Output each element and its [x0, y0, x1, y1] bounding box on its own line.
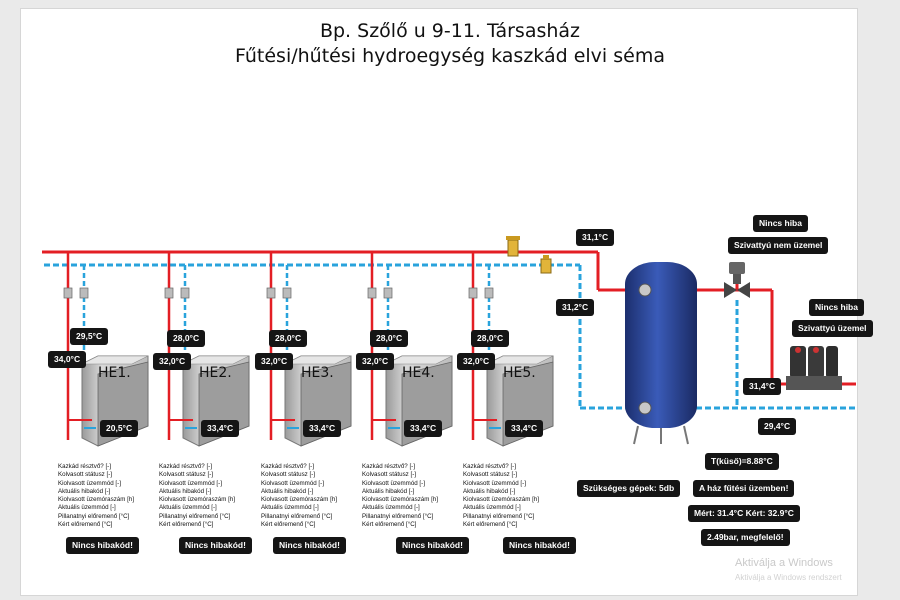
unit-return-temp: 32,0°C: [457, 353, 496, 370]
unit-info-field: Kért előremenő [°C]: [261, 521, 316, 529]
unit-info-field: Aktuális hibakód [-]: [261, 487, 314, 495]
unit-status-badge: Nincs hibakód!: [66, 537, 139, 554]
unit-info-field: Kolvasott státusz [-]: [58, 471, 112, 479]
circuit-flow-temp: 31,4°C: [743, 378, 782, 395]
unit-info-field: Kolvasott státusz [-]: [463, 471, 517, 479]
unit-info-field: Kiolvasott üzemmód [-]: [58, 479, 121, 487]
unit-info-field: Kazkád résztvő? [-]: [362, 463, 415, 470]
heat-pump-unit-icon: [468, 252, 554, 447]
pump2-error-tag: Nincs hiba: [809, 299, 864, 316]
page-title: Bp. Szőlő u 9-11. Társasház: [319, 20, 581, 42]
unit-info-field: Kiolvasott üzemóraszám [h]: [261, 496, 337, 504]
unit-return-temp: 32,0°C: [356, 353, 395, 370]
unit-info-field: Kért előremenő [°C]: [159, 521, 214, 529]
unit-info-list: Kazkád résztvő? [-]Kolvasott státusz [-]…: [159, 463, 235, 529]
unit-info-field: Aktuális hibakód [-]: [159, 487, 212, 495]
unit-info-field: Kazkád résztvő? [-]: [159, 463, 212, 470]
unit-info-field: Aktuális üzemmód [-]: [159, 504, 217, 512]
unit-info-field: Kiolvasott üzemóraszám [h]: [463, 496, 539, 504]
unit-info-field: Pillanatnyi előremenő [°C]: [463, 512, 535, 520]
unit-info-field: Kiolvasott üzemóraszám [h]: [58, 496, 134, 504]
unit-supply-temp: 28,0°C: [269, 330, 308, 347]
dirt-separator-icon: [506, 236, 520, 257]
page-subtitle: Fűtési/hűtési hydroegység kaszkád elvi s…: [234, 45, 665, 67]
unit-name-label: HE1.: [98, 365, 131, 381]
unit-supply-temp: 28,0°C: [167, 330, 206, 347]
unit-info-field: Aktuális üzemmód [-]: [261, 504, 319, 512]
unit-name-label: HE3.: [301, 365, 334, 381]
unit-info-field: Kazkád résztvő? [-]: [463, 463, 516, 470]
unit-outlet-temp: 33,4°C: [404, 420, 443, 437]
unit-info-field: Kiolvasott üzemóraszám [h]: [159, 496, 235, 504]
buffer-tank-icon: [625, 262, 697, 445]
unit-supply-temp: 29,5°C: [70, 328, 109, 345]
windows-activation-watermark: Aktiválja a Windows: [735, 557, 833, 569]
unit-info-list: Kazkád résztvő? [-]Kolvasott státusz [-]…: [261, 463, 337, 529]
unit-info-field: Aktuális üzemmód [-]: [362, 504, 420, 512]
unit-info-field: Kért előremenő [°C]: [463, 521, 518, 529]
unit-info-field: Kolvasott státusz [-]: [362, 471, 416, 479]
unit-info-field: Kiolvasott üzemmód [-]: [463, 479, 526, 487]
unit-info-field: Aktuális hibakód [-]: [463, 487, 516, 495]
unit-info-field: Kazkád résztvő? [-]: [261, 463, 314, 470]
unit-info-field: Kért előremenő [°C]: [58, 521, 113, 529]
unit-return-temp: 32,0°C: [153, 353, 192, 370]
unit-outlet-temp: 33,4°C: [303, 420, 342, 437]
unit-info-field: Aktuális üzemmód [-]: [463, 504, 521, 512]
unit-name-label: HE2.: [199, 365, 232, 381]
heat-pump-unit-icon: [63, 252, 149, 447]
valve-icon: [540, 255, 552, 274]
unit-return-temp: 34,0°C: [48, 351, 87, 368]
heat-pump-unit-icon: [266, 252, 352, 447]
unit-info-list: Kazkád résztvő? [-]Kolvasott státusz [-]…: [463, 463, 539, 529]
heat-pump-unit-icon: [164, 252, 250, 447]
unit-info-field: Aktuális üzemmód [-]: [58, 504, 116, 512]
pump1-state-tag: Szivattyú nem üzemel: [728, 237, 829, 254]
unit-info-field: Aktuális hibakód [-]: [58, 487, 111, 495]
three-way-valve-icon: [724, 262, 750, 298]
unit-supply-temp: 28,0°C: [370, 330, 409, 347]
heating-mode-tag: A ház fűtési üzemben!: [693, 480, 795, 497]
unit-info-field: Kazkád résztvő? [-]: [58, 463, 111, 470]
unit-status-badge: Nincs hibakód!: [503, 537, 576, 554]
unit-return-temp: 32,0°C: [255, 353, 294, 370]
windows-activation-watermark-sub: Aktiválja a Windows rendszert: [735, 573, 842, 582]
schematic-panel: [20, 8, 858, 596]
circuit-return-temp: 29,4°C: [758, 418, 797, 435]
unit-info-field: Kért előremenő [°C]: [362, 521, 417, 529]
unit-info-field: Kolvasott státusz [-]: [159, 471, 213, 479]
unit-supply-temp: 28,0°C: [471, 330, 510, 347]
unit-info-field: Kiolvasott üzemmód [-]: [261, 479, 324, 487]
unit-status-badge: Nincs hibakód!: [396, 537, 469, 554]
pressure-tag: 2.49bar, megfelelő!: [701, 529, 790, 546]
unit-name-label: HE5.: [503, 365, 536, 381]
unit-info-list: Kazkád résztvő? [-]Kolvasott státusz [-]…: [58, 463, 134, 529]
measured-requested-tag: Mért: 31.4°C Kért: 32.9°C: [688, 505, 800, 522]
unit-info-field: Kiolvasott üzemmód [-]: [362, 479, 425, 487]
tank-top-temp: 31,1°C: [576, 229, 615, 246]
pump2-state-tag: Szivattyú üzemel: [792, 320, 873, 337]
unit-info-field: Pillanatnyi előremenő [°C]: [58, 512, 130, 520]
unit-status-badge: Nincs hibakód!: [273, 537, 346, 554]
unit-outlet-temp: 33,4°C: [201, 420, 240, 437]
outdoor-temp-tag: T(küső)=8.88°C: [705, 453, 779, 470]
unit-info-field: Kolvasott státusz [-]: [261, 471, 315, 479]
unit-info-field: Pillanatnyi előremenő [°C]: [159, 512, 231, 520]
required-machines-tag: Szükséges gépek: 5db: [577, 480, 681, 497]
unit-info-field: Pillanatnyi előremenő [°C]: [362, 512, 434, 520]
pump-icon: [786, 346, 842, 390]
unit-outlet-temp: 20,5°C: [100, 420, 139, 437]
unit-info-field: Pillanatnyi előremenő [°C]: [261, 512, 333, 520]
unit-outlet-temp: 33,4°C: [505, 420, 544, 437]
heat-pump-unit-icon: [367, 252, 453, 447]
unit-status-badge: Nincs hibakód!: [179, 537, 252, 554]
unit-info-list: Kazkád résztvő? [-]Kolvasott státusz [-]…: [362, 463, 438, 529]
unit-info-field: Kiolvasott üzemmód [-]: [159, 479, 222, 487]
unit-info-field: Kiolvasott üzemóraszám [h]: [362, 496, 438, 504]
tank-inlet-temp: 31,2°C: [556, 299, 595, 316]
unit-info-field: Aktuális hibakód [-]: [362, 487, 415, 495]
unit-name-label: HE4.: [402, 365, 435, 381]
pump1-error-tag: Nincs hiba: [753, 215, 808, 232]
